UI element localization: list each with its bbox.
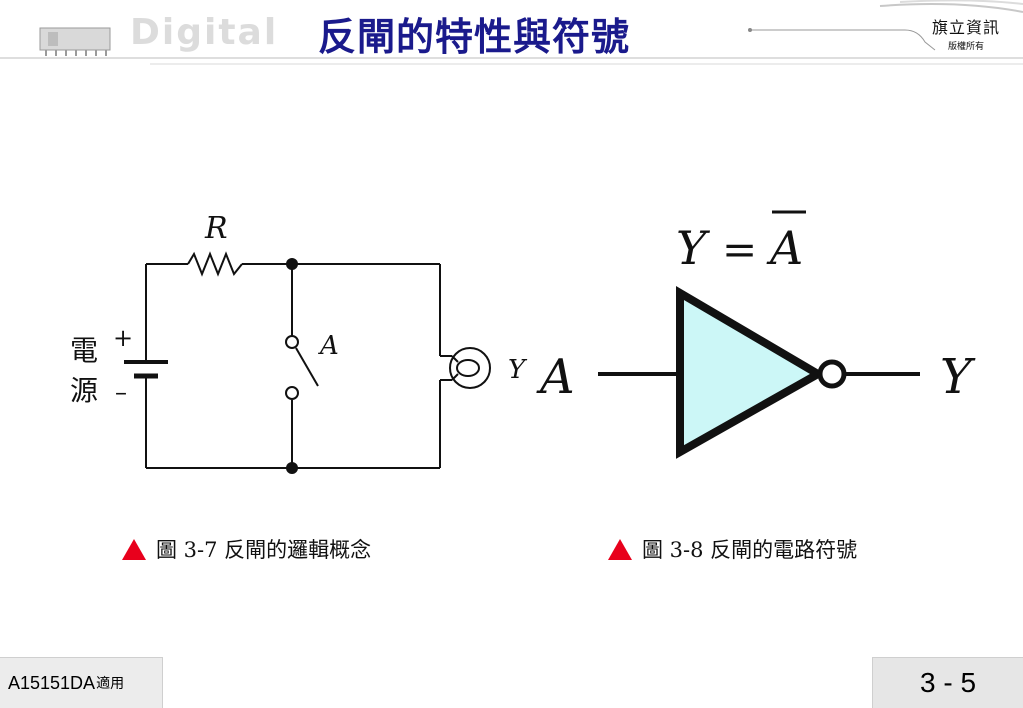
equation-y: Y xyxy=(676,221,711,275)
switch-contact-bottom xyxy=(285,386,299,400)
minus-sign: – xyxy=(115,378,127,406)
caption-3-7-text: 圖 3-7 反閘的邏輯概念 xyxy=(156,538,372,562)
lamp-icon xyxy=(440,347,491,389)
power-label-top: 電 xyxy=(70,334,98,367)
publisher-rights: 版權所有 xyxy=(947,42,984,52)
resistor xyxy=(187,251,243,277)
caption-3-7: 圖 3-7 反閘的邏輯概念 xyxy=(122,534,371,564)
resistor-label: R xyxy=(204,211,228,246)
plus-sign: + xyxy=(113,324,133,352)
output-label: Y xyxy=(940,349,976,405)
slide-header: Digital 反閘的特性與符號 旗立資訊 版權所有 xyxy=(0,0,1023,70)
switch-label: A xyxy=(318,331,339,361)
caption-3-8-text: 圖 3-8 反閘的電路符號 xyxy=(642,538,858,562)
lamp-label: Y xyxy=(508,355,528,385)
course-code: A15151DA xyxy=(8,672,96,693)
switch-contact-top xyxy=(285,335,299,349)
slide-title: 反閘的特性與符號 xyxy=(318,14,631,59)
course-code-box: A15151DA 適用 xyxy=(0,657,163,708)
gate-triangle xyxy=(676,286,827,459)
course-suffix: 適用 xyxy=(96,675,125,691)
equation-a: A xyxy=(766,221,803,275)
junction-bottom xyxy=(286,462,298,474)
inversion-bubble xyxy=(817,359,847,389)
equation-equals: = xyxy=(722,225,757,274)
page-number: 3 - 5 xyxy=(919,667,977,698)
digital-watermark: Digital xyxy=(130,12,279,53)
caption-3-8: 圖 3-8 反閘的電路符號 xyxy=(608,534,857,564)
junction-top xyxy=(286,258,298,270)
header-decoration xyxy=(0,0,1023,65)
page-number-box: 3 - 5 xyxy=(872,657,1023,708)
red-triangle-icon xyxy=(122,538,146,560)
chip-icon xyxy=(39,27,111,56)
publisher-name: 旗立資訊 xyxy=(931,18,1000,37)
power-label-bottom: 源 xyxy=(70,374,98,407)
publisher-mark: 旗立資訊 版權所有 xyxy=(920,14,1012,52)
red-triangle-icon xyxy=(608,538,632,560)
input-label: A xyxy=(536,349,575,405)
